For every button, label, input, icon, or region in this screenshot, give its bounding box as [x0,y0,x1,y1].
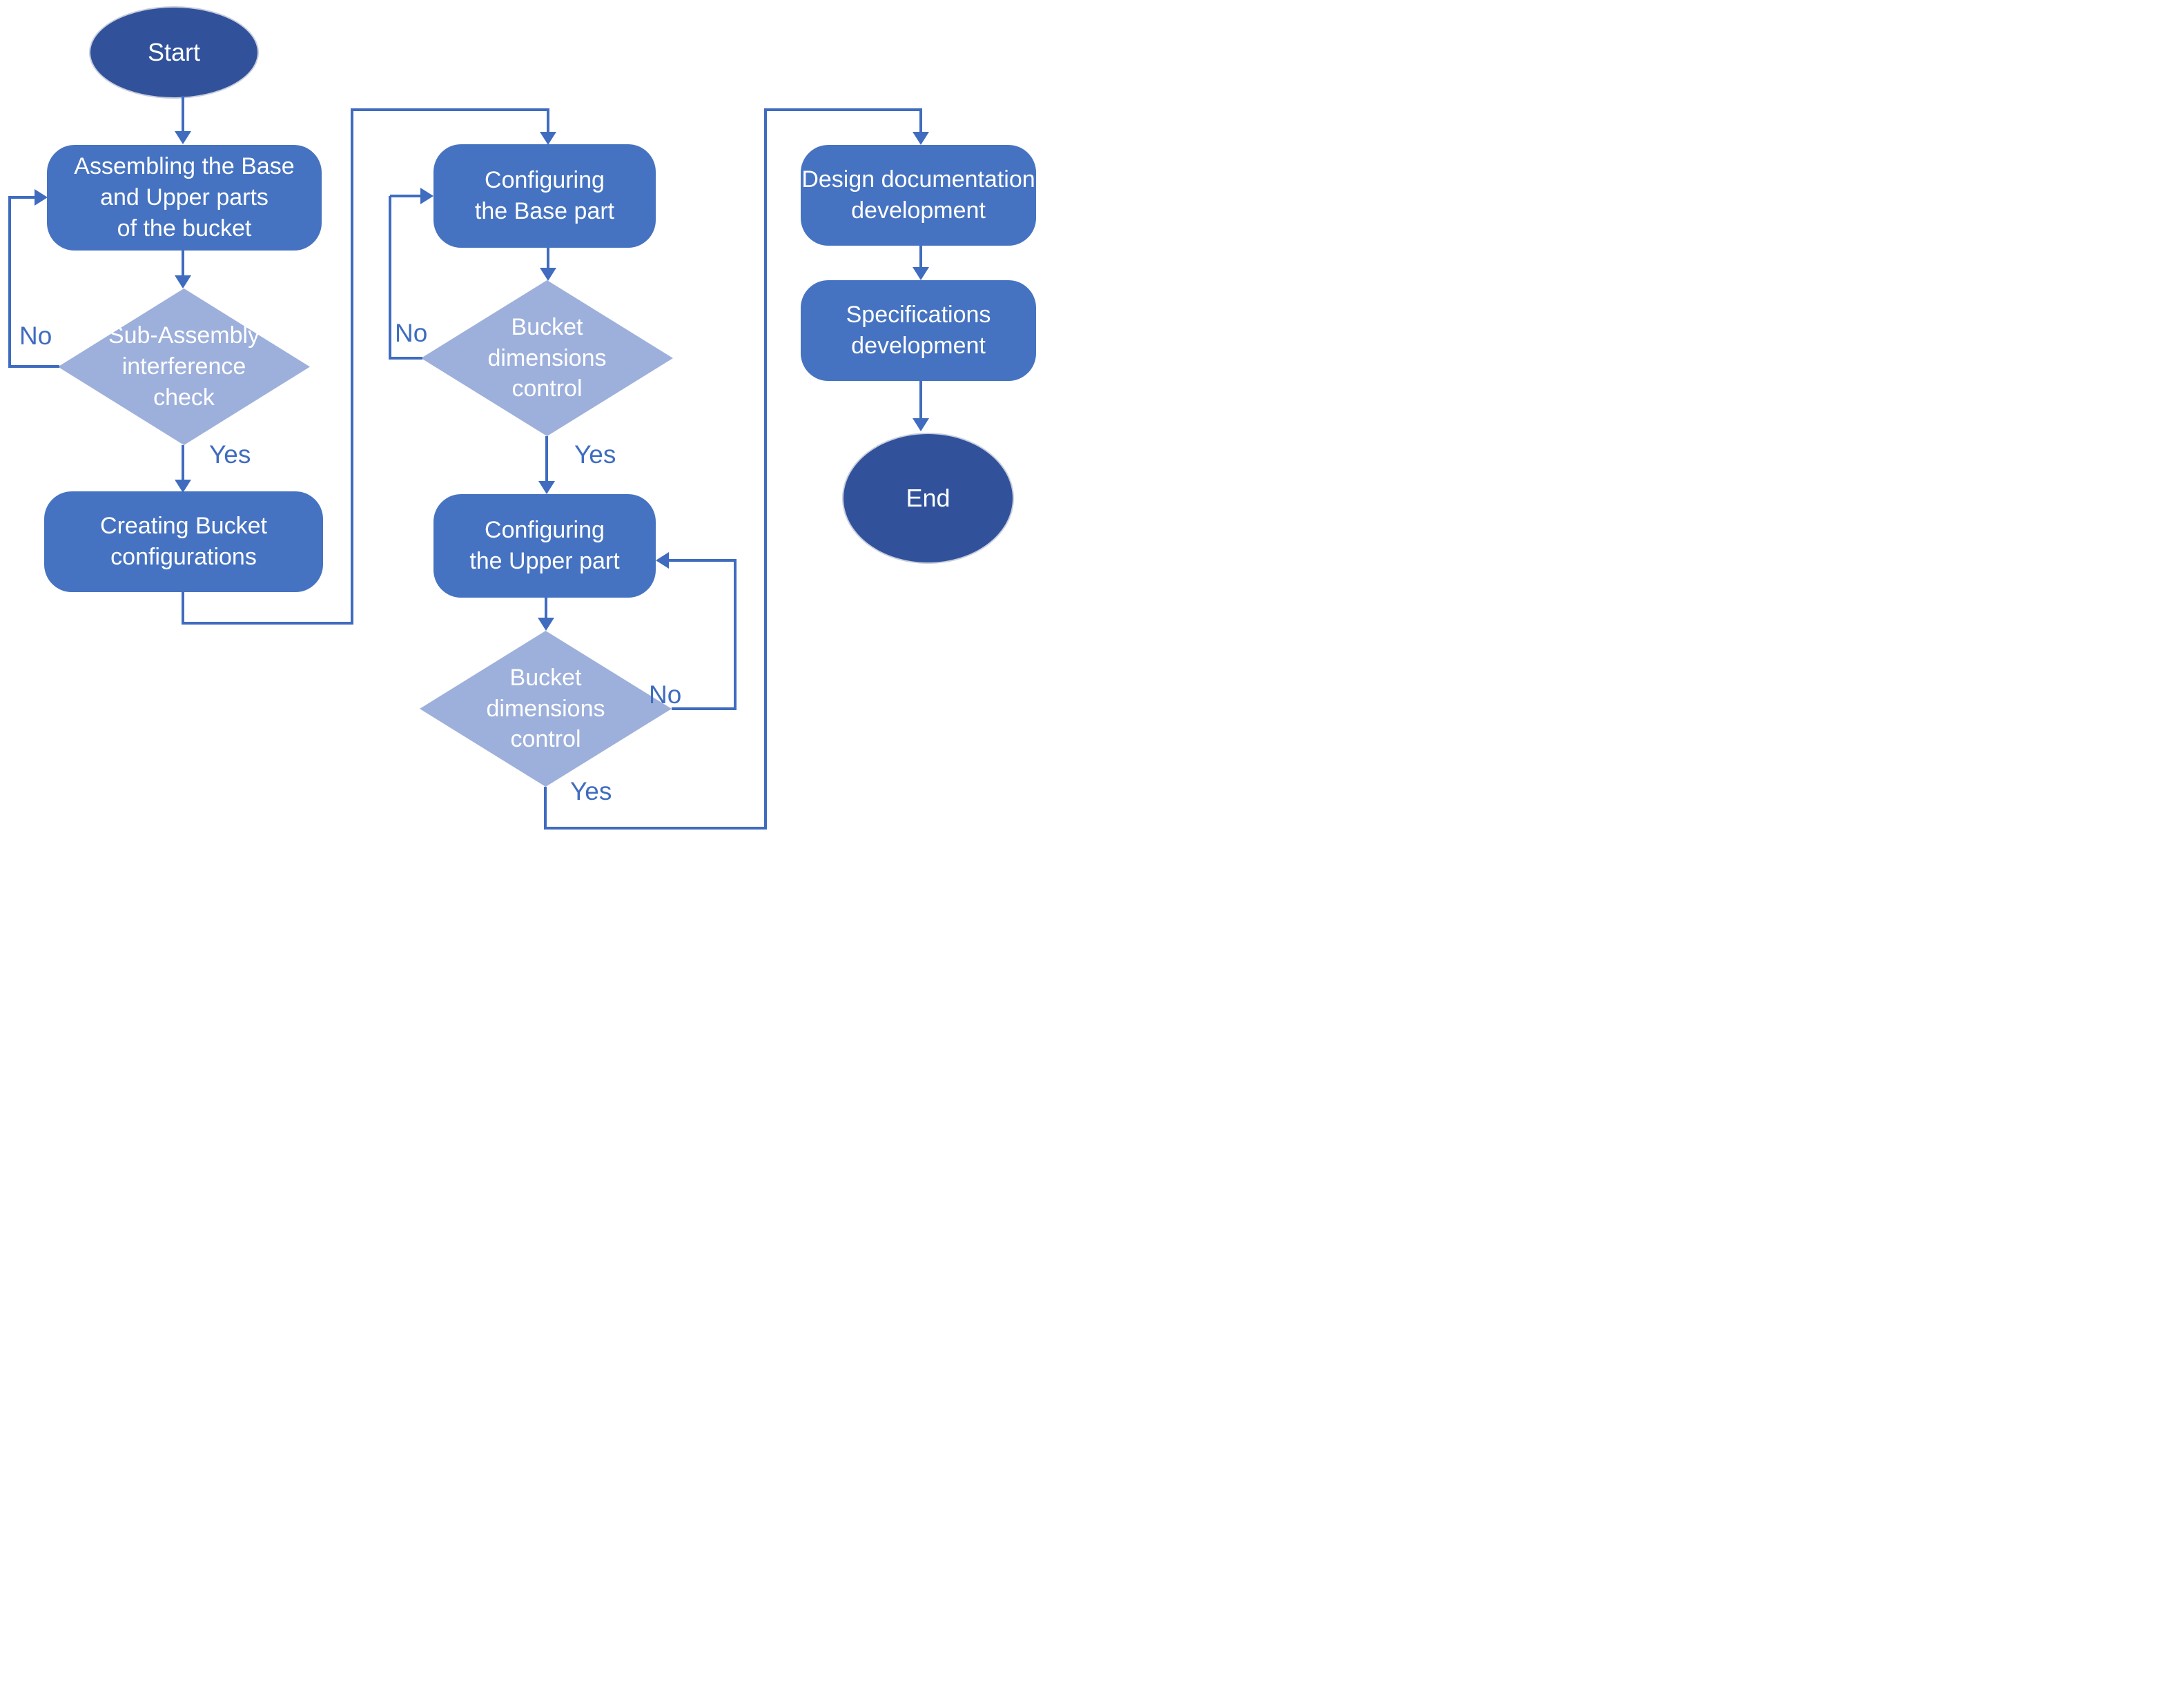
edge-no-loop3-into-box [668,559,737,562]
edge-design-doc-to-specifications [919,246,922,269]
edge-no-loop1-up [8,196,11,368]
edge-no-loop2-into-box [390,195,422,197]
edge-creating-elbow-right [182,622,353,625]
process-design-documentation-development: Design documentation development [801,145,1036,246]
edge-label-yes1: Yes [209,440,251,469]
start-terminator: Start [89,6,259,99]
arrowhead-into-design-documentation [913,132,929,145]
edge-no-loop1-into-box [10,196,37,199]
decision-bucket-dimensions-control-base: Bucket dimensions control [421,280,673,436]
arrowhead-into-interference-check [175,275,191,288]
edge-label-no1: No [19,322,52,350]
process-assembling-bucket-parts: Assembling the Base and Upper parts of t… [47,145,322,251]
decision-bucket-dimensions-control-upper: Bucket dimensions control [420,631,672,787]
process-configuring-upper-part: Configuring the Upper part [433,494,656,598]
end-terminator: End [842,433,1014,564]
edge-assembling-to-interference-check [182,251,184,277]
process-configuring-base-part: Configuring the Base part [433,144,656,248]
edge-upper-to-dimensions-control [545,598,547,620]
arrowhead-into-specifications [913,267,929,280]
edge-yes2-down [545,436,548,483]
edge-no-loop2-up [389,196,391,360]
edge-no-loop2-bottom [390,357,422,360]
edge-specifications-to-end [919,381,922,420]
edge-yes3-down [544,787,547,830]
arrowhead-into-dimensions-control-upper [538,618,554,631]
edge-creating-elbow-top [351,108,549,111]
arrowhead-into-dimensions-control-base [540,268,556,281]
edge-base-to-dimensions-control [547,248,549,270]
arrowhead-into-creating-configurations [175,480,191,493]
edge-label-no3: No [649,680,682,709]
arrowhead-into-configuring-base [540,132,556,145]
edge-yes3-top [764,108,922,111]
process-creating-bucket-configurations: Creating Bucket configurations [44,491,323,592]
arrowhead-no-loop2-into-configuring-base [420,188,433,204]
edge-label-yes3: Yes [570,777,612,805]
arrowhead-into-end [913,418,929,431]
edge-label-yes2: Yes [574,440,616,469]
arrowhead-into-configuring-upper [538,481,555,494]
edge-yes3-up [764,108,767,830]
process-specifications-development: Specifications development [801,280,1036,381]
edge-yes3-into-design-doc [919,108,922,135]
edge-creating-elbow-into-base [547,108,549,135]
edge-creating-elbow-down [182,592,184,625]
flowchart-canvas: Start Assembling the Base and Upper part… [0,0,1092,849]
arrowhead-into-assembling [175,131,191,144]
edge-label-no2: No [395,319,428,347]
edge-no-loop1-bottom [10,365,59,368]
arrowhead-no-loop3-into-configuring-upper [656,552,669,569]
edge-creating-elbow-up [351,108,353,625]
edge-start-to-assembling [182,96,184,133]
arrowhead-no-loop1-into-assembling [35,189,48,206]
edge-yes1-down [182,445,184,482]
edge-yes3-bottom [544,827,767,830]
edge-no-loop3-up [734,560,737,710]
edge-no-loop3-bottom [672,707,737,710]
decision-sub-assembly-interference-check: Sub-Assembly interference check [58,288,310,445]
